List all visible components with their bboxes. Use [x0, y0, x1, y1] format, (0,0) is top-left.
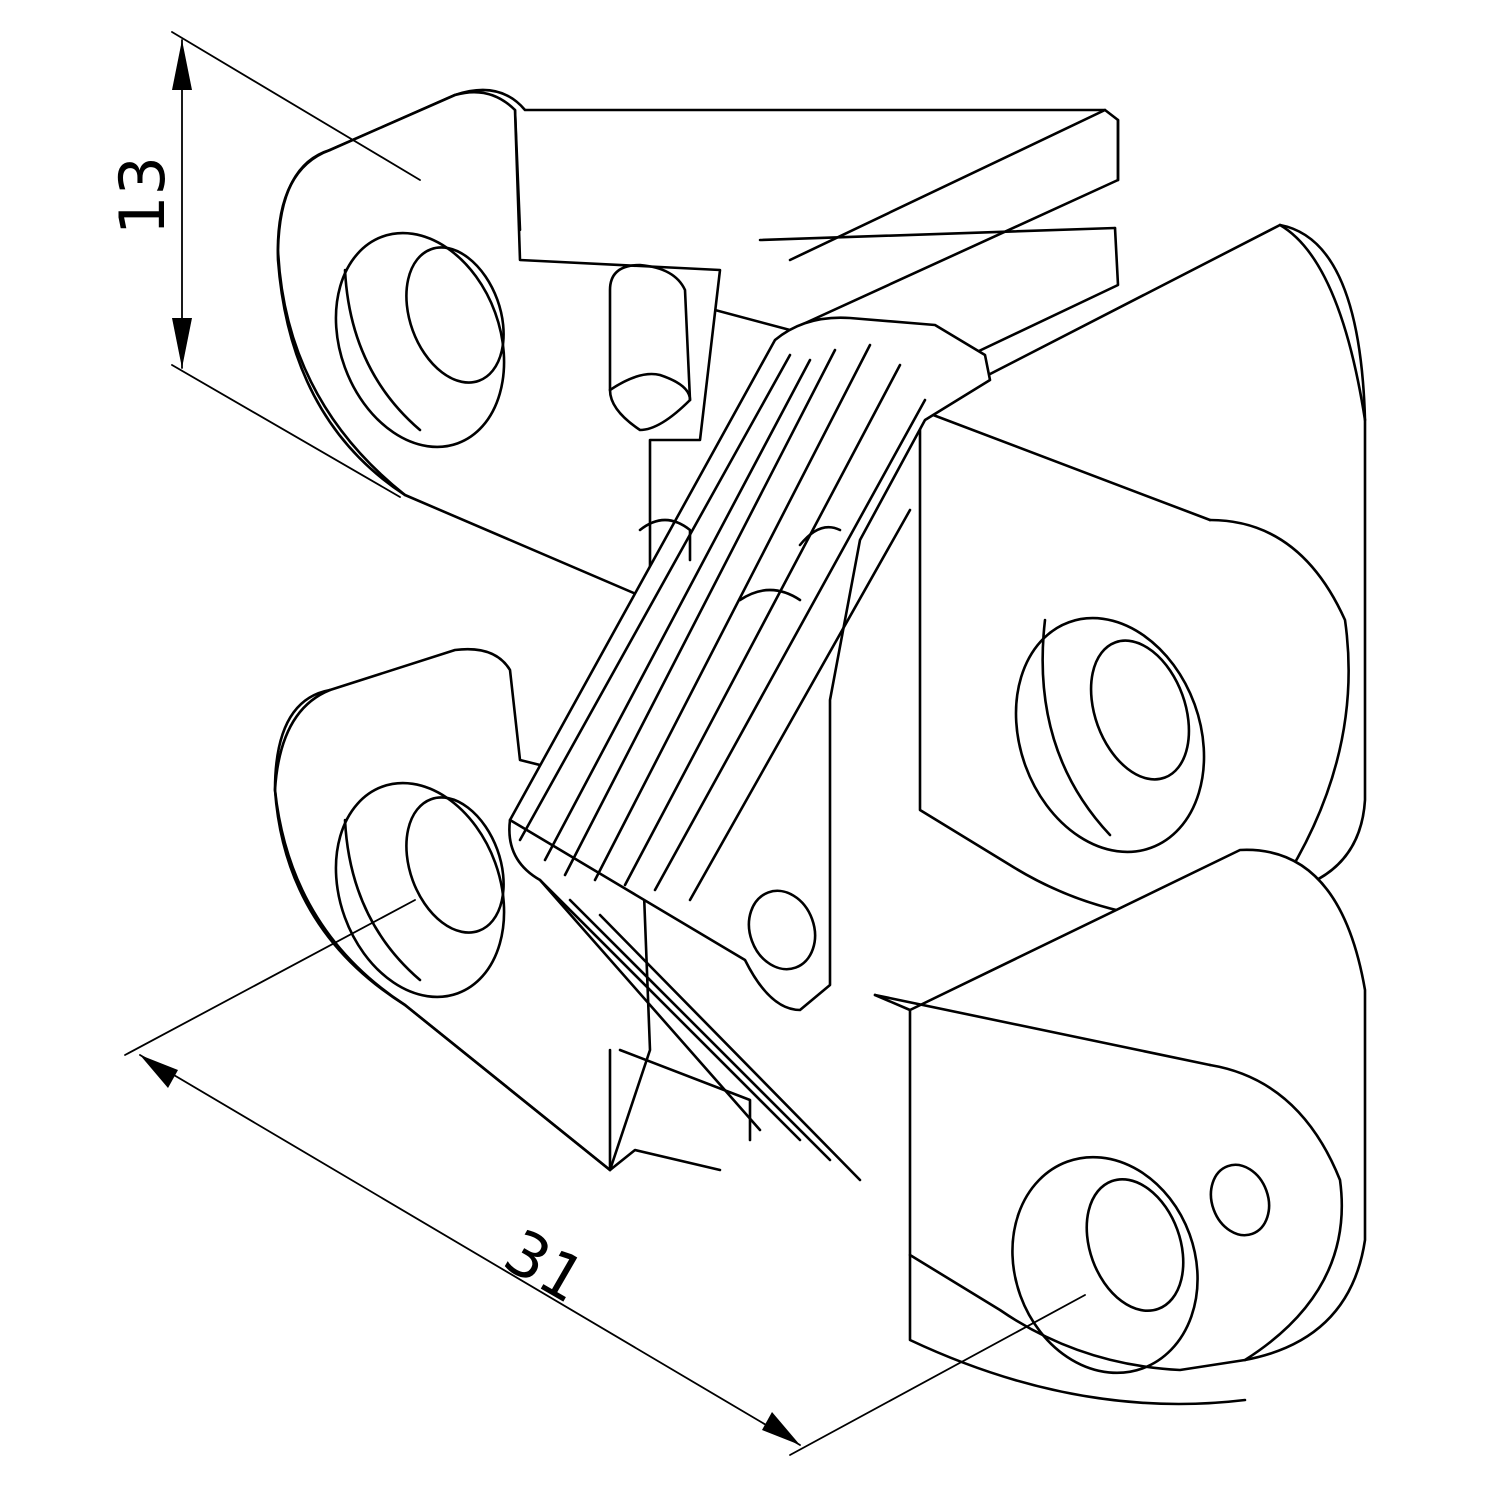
link-pivot-pin [747, 889, 817, 971]
height-dimension: 13 [106, 31, 421, 498]
bottom-left-hole [405, 796, 505, 934]
bottom-right-counterbore [1011, 1155, 1199, 1375]
top-right-leaf [918, 223, 1367, 922]
top-left-hole [405, 246, 505, 384]
bottom-right-small-hole [1209, 1163, 1271, 1237]
top-right-counterbore [1014, 616, 1206, 854]
bottom-right-leaf [873, 848, 1367, 1406]
top-left-counterbore [334, 231, 506, 449]
link-arms [508, 316, 992, 1182]
rear-body [328, 88, 1120, 362]
top-right-hole [1089, 639, 1191, 781]
bottom-right-hole [1085, 1177, 1185, 1313]
length-dimension-label: 31 [493, 1215, 598, 1318]
length-arrow-left [140, 1055, 178, 1088]
height-arrow-bottom [172, 318, 192, 368]
top-left-leaf [276, 90, 722, 602]
length-arrow-right [762, 1412, 800, 1445]
height-arrow-top [172, 40, 192, 90]
height-dimension-label: 13 [106, 156, 179, 235]
bottom-left-counterbore [334, 781, 506, 999]
